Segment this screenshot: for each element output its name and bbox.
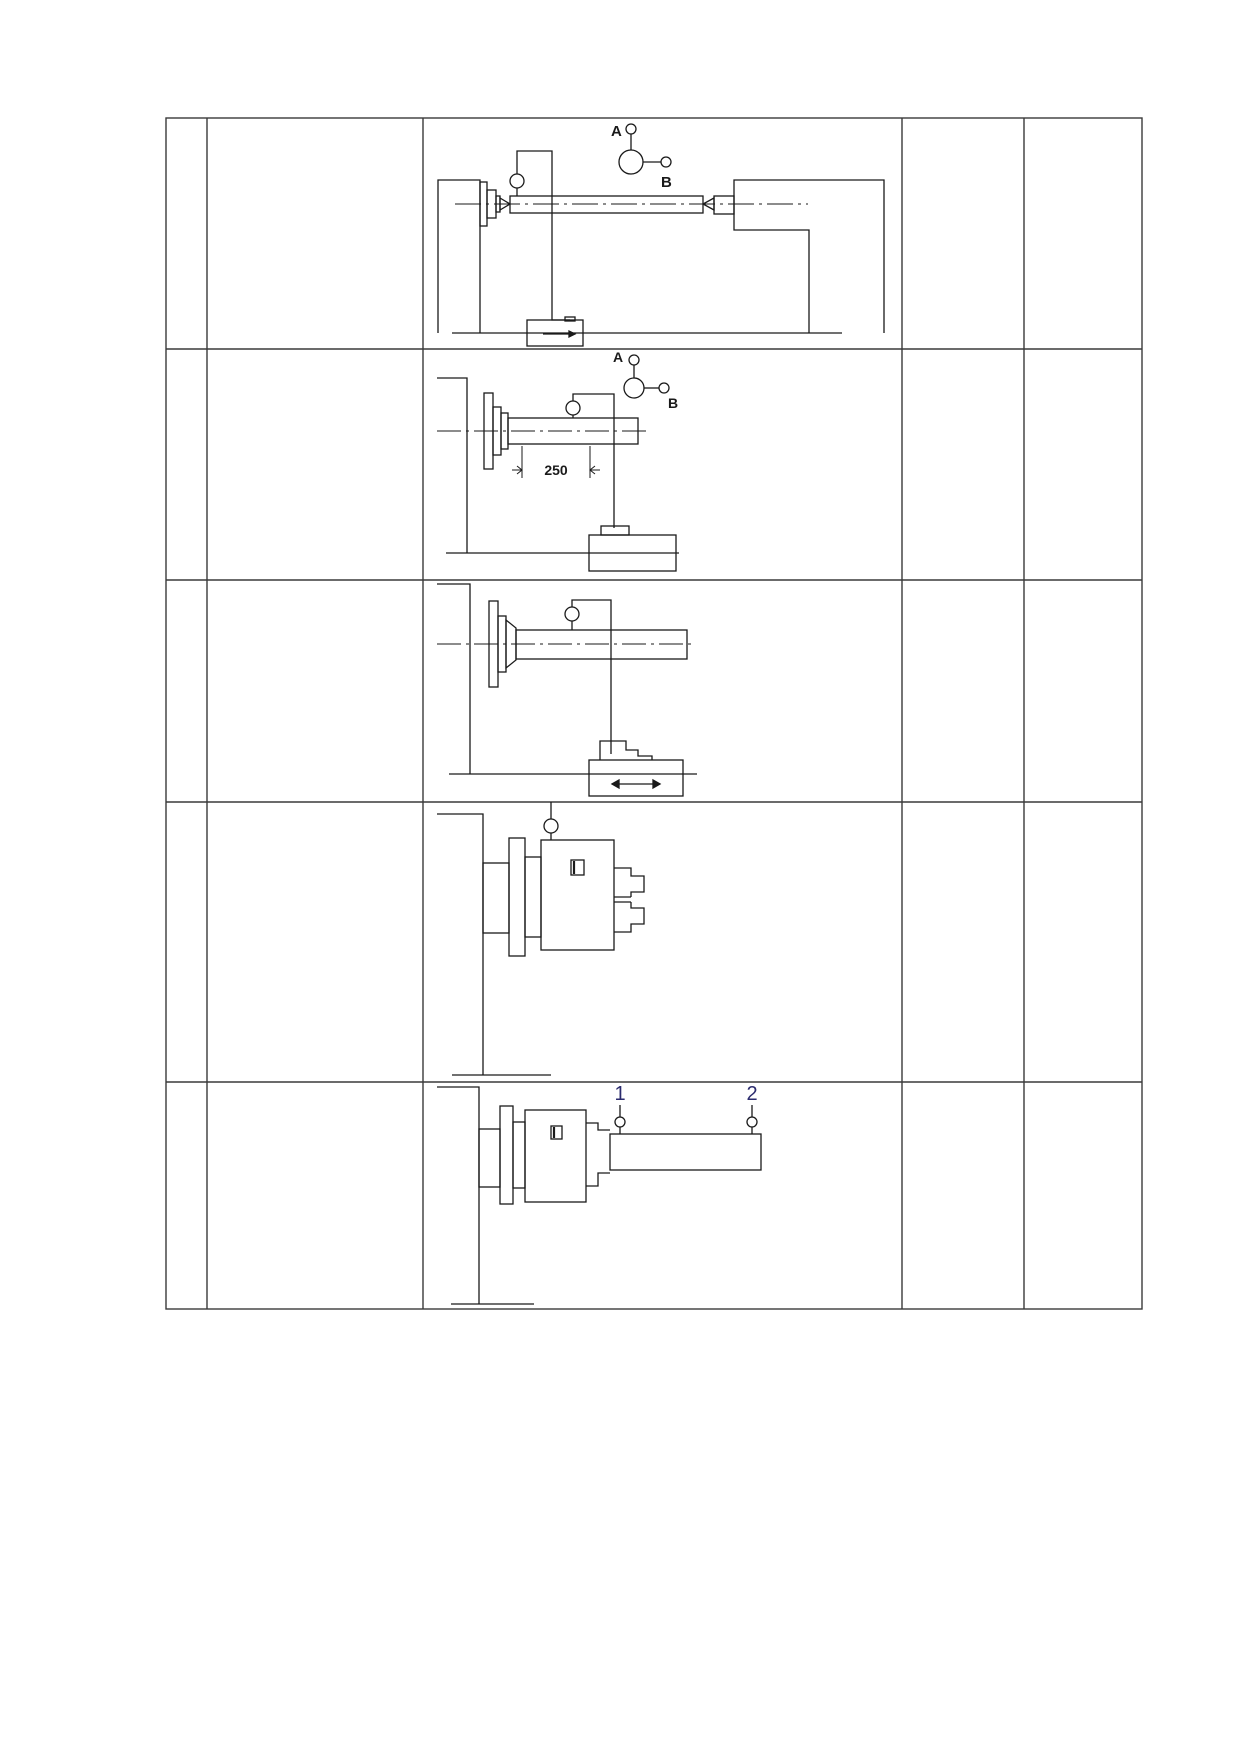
- dim-arrowhead-right: [589, 465, 596, 475]
- carriage-arrow-head-right: [652, 778, 662, 790]
- dial-indicator: [509, 173, 525, 189]
- orientation-a-dot: [625, 123, 637, 135]
- chuck-adapter: [524, 856, 542, 938]
- carriage-post: [564, 316, 576, 322]
- fig1-label-b: B: [661, 174, 672, 191]
- spindle-nose: [482, 862, 510, 934]
- dial-indicator: [565, 400, 581, 416]
- indicator-stand: [571, 599, 612, 754]
- fig1-label-a: A: [611, 123, 622, 140]
- fig2-dimension-250: 250: [544, 462, 568, 478]
- figure-3-carriage-travel: [437, 583, 697, 797]
- carriage-saddle: [599, 740, 653, 760]
- spindle-flange-outer: [479, 181, 488, 227]
- fig5-point-label-1: 1: [614, 1083, 625, 1105]
- chuck-jaw-lower: [614, 902, 645, 933]
- carriage-post: [600, 525, 630, 536]
- headstock-frame: [437, 179, 481, 333]
- figure-5-chucked-bar: [437, 1086, 762, 1305]
- carriage: [588, 534, 677, 572]
- chuck-body: [524, 1109, 587, 1203]
- table-grid: [165, 117, 1143, 1310]
- spindle-flange: [508, 837, 526, 957]
- chuck-body: [540, 839, 615, 951]
- indicator-stand: [572, 393, 615, 528]
- chuck-key-slot: [550, 1125, 563, 1140]
- orientation-circle: [623, 377, 645, 399]
- orientation-b-dot: [658, 382, 670, 394]
- dial-indicator: [564, 606, 580, 622]
- figure-4-chuck: [437, 802, 645, 1076]
- chuck-jaw-upper: [614, 867, 645, 897]
- carriage: [526, 319, 584, 347]
- headstock-frame: [437, 583, 471, 774]
- orientation-circle: [618, 149, 644, 175]
- dim-arrowhead-left: [516, 465, 523, 475]
- tailstock-frame: [733, 179, 885, 333]
- mandrel-taper: [505, 618, 517, 670]
- indicator-point-1: [614, 1116, 626, 1128]
- fig5-point-label-2: 2: [746, 1083, 757, 1105]
- dial-indicator: [543, 818, 559, 834]
- chuck-jaw-upper: [586, 1122, 610, 1131]
- headstock-frame: [437, 1086, 480, 1304]
- chuck-adapter: [512, 1121, 526, 1189]
- figure-2-spindle-runout: [437, 354, 679, 572]
- chuck-jaw-lower: [586, 1172, 610, 1187]
- orientation-a-dot: [628, 354, 640, 366]
- fig2-label-a: A: [613, 349, 623, 365]
- figure-1-between-centers: [437, 123, 885, 347]
- table-border: [165, 117, 1143, 1310]
- tailstock-quill: [713, 195, 735, 215]
- headstock-frame: [437, 813, 484, 1075]
- spindle-flange: [499, 1105, 514, 1205]
- indicator-point-2: [746, 1116, 758, 1128]
- spindle-nose: [478, 1128, 501, 1188]
- fig2-label-b: B: [668, 395, 678, 411]
- carriage: [588, 759, 684, 797]
- carriage-arrow-head: [568, 329, 577, 339]
- carriage-arrow-head-left: [610, 778, 620, 790]
- chuck-key-slot: [570, 859, 585, 876]
- headstock-frame: [437, 377, 468, 553]
- indicator-stand: [516, 150, 570, 321]
- orientation-b-dot: [660, 156, 672, 168]
- test-bar: [609, 1133, 762, 1171]
